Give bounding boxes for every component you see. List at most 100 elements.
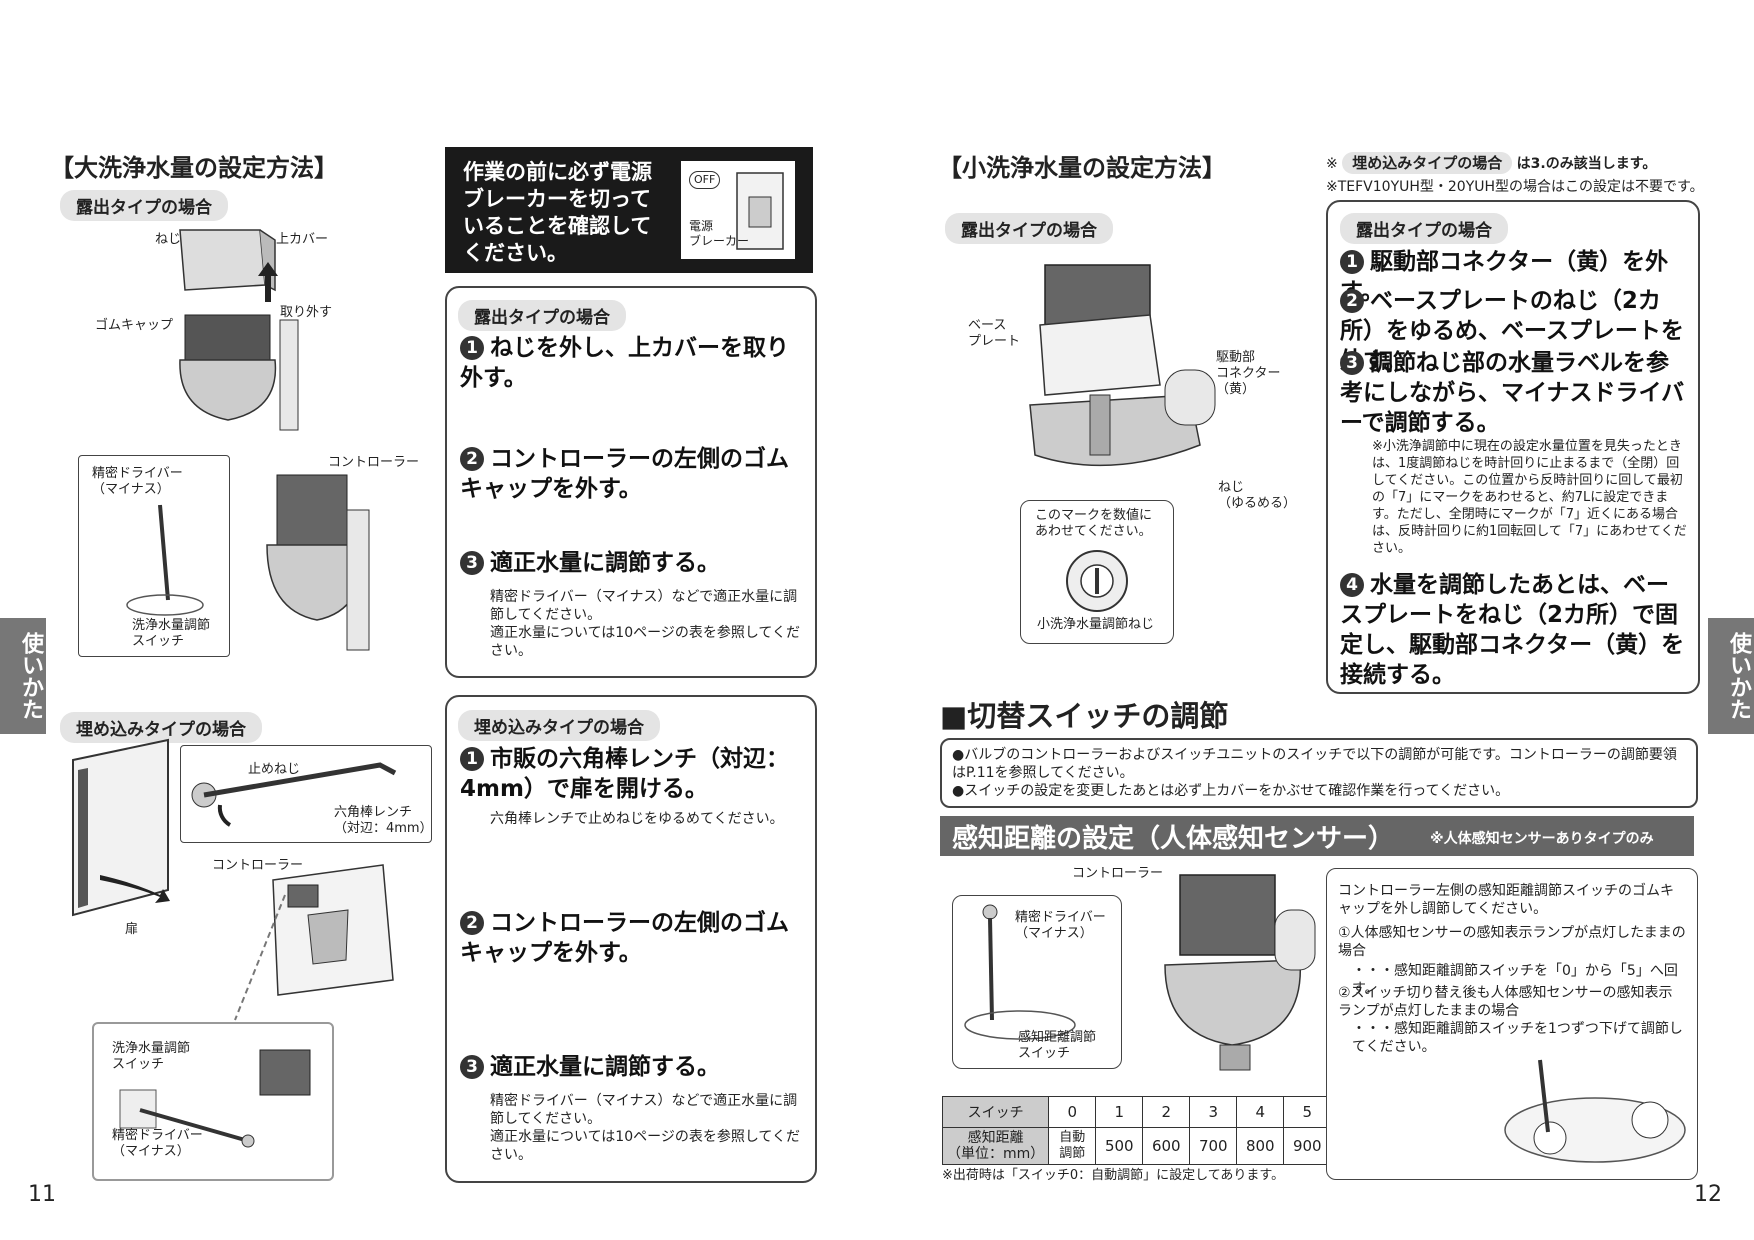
table-cell: 500 bbox=[1095, 1127, 1144, 1165]
table-head-distance: 感知距離 （単位：mm） bbox=[941, 1127, 1050, 1165]
sensor-driver-label: 精密ドライバー （マイナス） bbox=[1015, 910, 1106, 941]
top-note-1: ※ 埋め込みタイプの場合 は3.のみ該当します。 bbox=[1326, 152, 1656, 174]
table-cell: 700 bbox=[1189, 1127, 1238, 1165]
exposed-type-label-right: 露出タイプの場合 bbox=[945, 213, 1113, 244]
instruction-5: ・・・感知距離調節スイッチを1つずつ下げて調節してください。 bbox=[1352, 1021, 1683, 1055]
off-label: OFF bbox=[689, 171, 721, 189]
top-note-pill: 埋め込みタイプの場合 bbox=[1342, 152, 1513, 174]
page-number-12: 12 bbox=[1694, 1182, 1722, 1207]
right-step3-note: ※小洗浄調節中に現在の設定水量位置を見失ったときは、1度調節ねじを時計回りに止ま… bbox=[1372, 439, 1687, 556]
table-cell: 5 bbox=[1283, 1096, 1332, 1128]
breaker-label: 電源 ブレーカー bbox=[689, 219, 750, 248]
controller-illustration bbox=[266, 474, 370, 651]
table-cell: 1 bbox=[1095, 1096, 1144, 1128]
sensor-driver-icon bbox=[964, 904, 1076, 1040]
step-number: 1 bbox=[460, 747, 484, 771]
step-number: 3 bbox=[460, 551, 484, 575]
dashed-callout-line bbox=[234, 894, 286, 1021]
sensor-switch-label: 感知距離調節 スイッチ bbox=[1018, 1030, 1097, 1061]
table-cell: 800 bbox=[1236, 1127, 1285, 1165]
controller-label-2: コントローラー bbox=[212, 858, 304, 873]
warning-box: 作業の前に必ず電源ブレーカーを切っていることを確認してください。 OFF 電源 … bbox=[445, 147, 813, 273]
top-note-prefix: ※ bbox=[1326, 156, 1338, 172]
embedded-steps-box bbox=[445, 695, 817, 1183]
switch-note-2: ●スイッチの設定を変更したあとは必ず上カバーをかぶせて確認作業を行ってください。 bbox=[952, 783, 1510, 799]
breaker-icon bbox=[736, 172, 784, 250]
step-number: 2 bbox=[1340, 289, 1364, 313]
warning-text: 作業の前に必ず電源ブレーカーを切っていることを確認してください。 bbox=[463, 160, 652, 265]
switch-label: 洗浄水量調節 スイッチ bbox=[132, 618, 211, 649]
switch-driver-icon bbox=[119, 1049, 311, 1148]
table-cell: 3 bbox=[1189, 1096, 1238, 1128]
box2-note1: 六角棒レンチで止めねじをゆるめてください。 bbox=[490, 811, 784, 827]
table-head-switch: スイッチ bbox=[941, 1096, 1050, 1128]
step-number: 3 bbox=[460, 1055, 484, 1079]
step-text: 調節ねじ部の水量ラベルを参考にしながら、マイナスドライバーで調節する。 bbox=[1340, 350, 1685, 436]
box1-label: 露出タイプの場合 bbox=[458, 300, 626, 331]
sensor-controller-illustration bbox=[1164, 874, 1316, 1071]
sensor-title-bar: 感知距離の設定（人体感知センサー） ※人体感知センサーありタイプのみ bbox=[940, 816, 1694, 856]
box2-label: 埋め込みタイプの場合 bbox=[458, 710, 660, 741]
page-number-11: 11 bbox=[28, 1182, 56, 1207]
stop-screw-label: 止めねじ bbox=[248, 762, 301, 777]
driver-label-2: 精密ドライバー （マイナス） bbox=[112, 1128, 203, 1159]
table-row: 感知距離 （単位：mm） 自動 調節 500 600 700 800 900 bbox=[941, 1127, 1332, 1165]
instruction-1: コントローラー左側の感知距離調節スイッチのゴムキャップを外し調節してください。 bbox=[1338, 883, 1674, 917]
exposed-valve-illustration bbox=[179, 229, 299, 431]
box1-note: 精密ドライバー（マイナス）などで適正水量に調節してください。 適正水量については… bbox=[490, 589, 800, 659]
rubber-cap-label: ゴムキャップ bbox=[95, 318, 174, 333]
step-number: 3 bbox=[1340, 351, 1364, 375]
exposed-steps-box bbox=[445, 286, 817, 678]
sensor-distance-table: スイッチ 0 1 2 3 4 5 感知距離 （単位：mm） 自動 調節 500 … bbox=[941, 1096, 1332, 1165]
door-label: 扉 bbox=[125, 922, 139, 937]
cabinet-illustration bbox=[272, 864, 394, 996]
top-note-2: ※TEFV10YUH型・20YUH型の場合はこの設定は不要です。 bbox=[1326, 179, 1704, 195]
knob-dial-icon bbox=[1066, 550, 1128, 612]
switch-note-1: ●バルブのコントローラーおよびスイッチユニットのスイッチで以下の調節が可能です。… bbox=[952, 747, 1677, 781]
table-note: ※出荷時は「スイッチ0：自動調節」に設定してあります。 bbox=[942, 1168, 1285, 1183]
loosen-screw-label: ねじ （ゆるめる） bbox=[1218, 480, 1297, 511]
step-text: ねじを外し、上カバーを取り外す。 bbox=[460, 335, 789, 391]
table-row: スイッチ 0 1 2 3 4 5 bbox=[941, 1096, 1332, 1128]
knob-label: 小洗浄水量調節ねじ bbox=[1037, 617, 1155, 632]
sensor-note: ※人体感知センサーありタイプのみ bbox=[1430, 831, 1654, 847]
driver-detail-frame bbox=[78, 455, 230, 657]
connector-label: 駆動部 コネクター （黄） bbox=[1216, 350, 1281, 397]
switch-notes-box: ●バルブのコントローラーおよびスイッチユニットのスイッチで以下の調節が可能です。… bbox=[940, 738, 1698, 808]
driver-label: 精密ドライバー （マイナス） bbox=[92, 466, 183, 497]
remove-arrow-icon bbox=[258, 262, 278, 302]
cover-label: 上カバー bbox=[276, 232, 329, 247]
large-flush-title: 【大洗浄水量の設定方法】 bbox=[50, 154, 338, 182]
sensor-title: 感知距離の設定（人体感知センサー） bbox=[952, 824, 1395, 854]
step-text: 適正水量に調節する。 bbox=[490, 550, 720, 576]
step-number: 1 bbox=[460, 336, 484, 360]
table-cell: 0 bbox=[1048, 1096, 1097, 1128]
remove-label: 取り外す bbox=[280, 305, 333, 320]
hex-wrench-icon bbox=[191, 762, 397, 827]
embedded-type-label: 埋め込みタイプの場合 bbox=[60, 712, 262, 743]
step-text: 市販の六角棒レンチ（対辺：4mm）で扉を開ける。 bbox=[460, 746, 789, 802]
controller-label: コントローラー bbox=[328, 455, 420, 470]
small-flush-title: 【小洗浄水量の設定方法】 bbox=[938, 154, 1226, 182]
base-plate-label: ベース プレート bbox=[968, 318, 1021, 349]
table-cell: 4 bbox=[1236, 1096, 1285, 1128]
breaker-image: OFF 電源 ブレーカー bbox=[681, 161, 795, 259]
sensor-switch-closeup-icon bbox=[1504, 1059, 1686, 1163]
step-text: 適正水量に調節する。 bbox=[490, 1054, 720, 1080]
sensor-driver-frame bbox=[952, 895, 1122, 1069]
step-number: 2 bbox=[460, 447, 484, 471]
screw-label: ねじ bbox=[155, 232, 182, 247]
mark-note: このマークを数値に あわせてください。 bbox=[1035, 508, 1153, 539]
embedded-door-illustration bbox=[72, 738, 169, 917]
hex-wrench-label: 六角棒レンチ （対辺：4mm） bbox=[334, 805, 433, 836]
step-number: 4 bbox=[1340, 573, 1364, 597]
instruction-4: ②スイッチ切り替え後も人体感知センサーの感知表示ランプが点灯したままの場合 bbox=[1338, 985, 1673, 1019]
